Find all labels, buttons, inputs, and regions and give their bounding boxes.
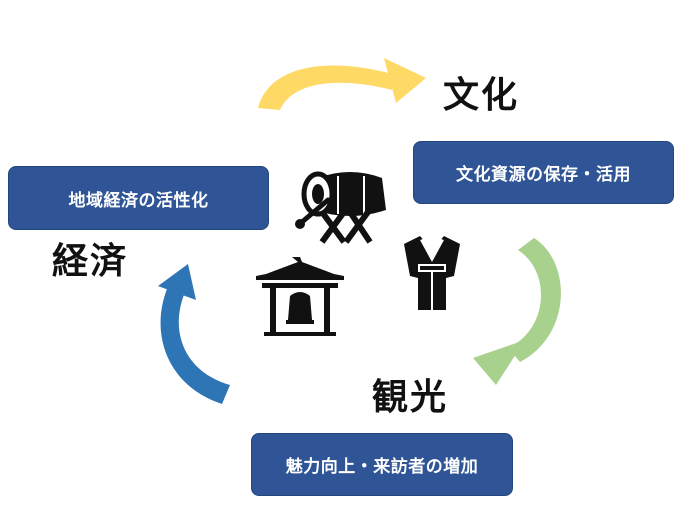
taiko-drum-icon: [295, 171, 386, 244]
visitor-increase-box: 魅力向上・来訪者の増加: [251, 433, 513, 496]
label-culture: 文化: [443, 75, 520, 116]
regional-economy-box: 地域経済の活性化: [8, 166, 269, 230]
arrow-culture-to-tourism: [473, 238, 561, 385]
regional-economy-box-text: 地域経済の活性化: [68, 190, 209, 211]
kimono-icon: [404, 236, 460, 310]
visitor-increase-box-text: 魅力向上・来訪者の増加: [285, 457, 479, 477]
arrow-tourism-to-economy: [158, 264, 230, 404]
temple-bell-icon: [256, 257, 344, 336]
culture-resource-box-text: 文化資源の保存・活用: [456, 165, 631, 185]
arrow-economy-to-culture: [258, 58, 426, 110]
culture-resource-box: 文化資源の保存・活用: [413, 141, 674, 204]
label-economy: 経済: [52, 241, 129, 282]
label-tourism: 観光: [372, 377, 449, 418]
